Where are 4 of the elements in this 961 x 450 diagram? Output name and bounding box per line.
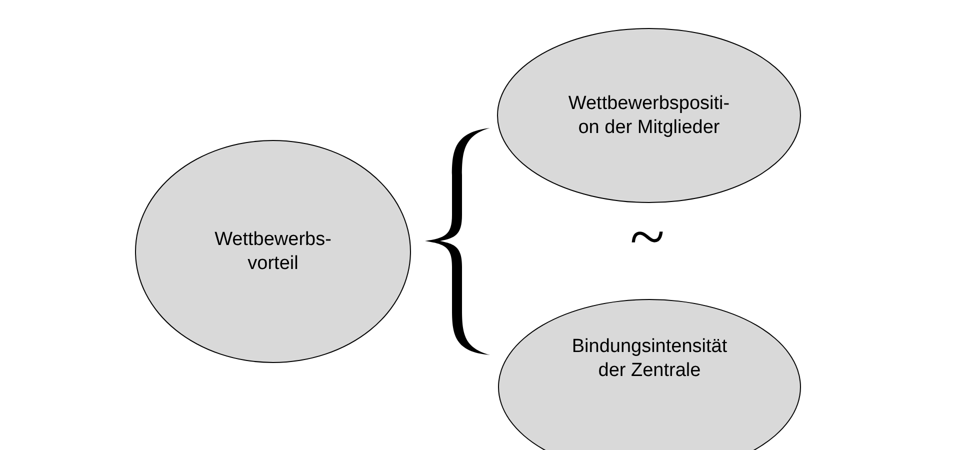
tilde-sign: ~ bbox=[630, 205, 665, 269]
node-label: Wettbewerbspositi- on der Mitglieder bbox=[567, 92, 731, 140]
node-label: Bindungsintensität der Zentrale bbox=[570, 335, 728, 383]
node-label: Wettbewerbs- vorteil bbox=[214, 228, 332, 276]
